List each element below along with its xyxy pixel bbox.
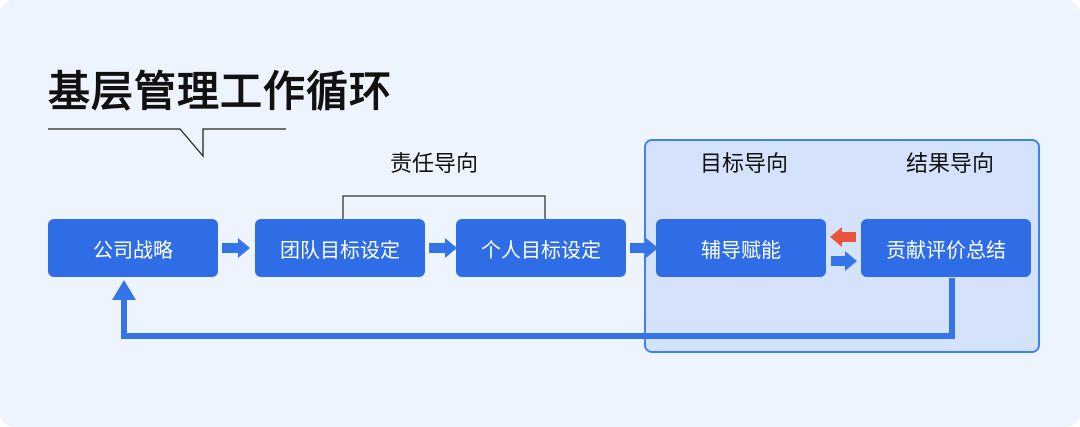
title-callout-line: [48, 128, 286, 158]
arrow-right-2: [429, 238, 457, 258]
arrow-right-4: [831, 251, 857, 271]
responsibility-orientation-label: 责任导向: [390, 151, 479, 176]
result-orientation-label: 结果导向: [906, 151, 995, 176]
step-team-goal-setting: 团队目标设定: [255, 219, 425, 277]
diagram-title: 基层管理工作循环: [48, 68, 393, 115]
arrow-left-feedback: [830, 227, 856, 247]
goal-orientation-label: 目标导向: [700, 151, 789, 176]
step-coaching-empowerment: 辅导赋能: [656, 219, 826, 277]
step-company-strategy: 公司战略: [48, 219, 218, 277]
loop-back-line: [121, 278, 955, 339]
responsibility-bracket: [342, 195, 546, 219]
step-contribution-evaluation: 贡献评价总结: [861, 219, 1031, 277]
loop-back-arrowhead: [112, 280, 136, 300]
arrow-right-3: [630, 238, 658, 258]
step-personal-goal-setting: 个人目标设定: [456, 219, 626, 277]
arrow-right-1: [222, 238, 250, 258]
